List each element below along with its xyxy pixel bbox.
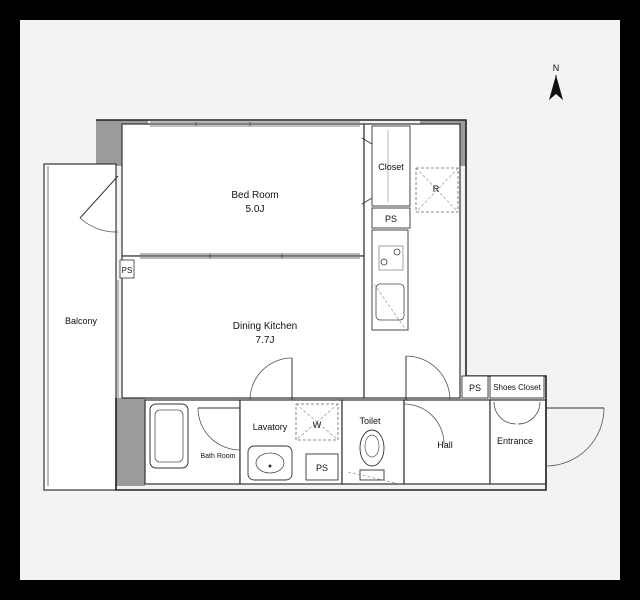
lavatory-door[interactable] xyxy=(249,357,293,401)
ps-lavatory-label: PS xyxy=(316,463,328,473)
ps-left-box xyxy=(119,259,135,279)
sink-icon xyxy=(375,283,405,321)
bath-room-door[interactable] xyxy=(197,407,241,451)
closet-door-mark xyxy=(361,137,373,145)
dining-kitchen-size: 7.7J xyxy=(256,335,275,346)
shoes-closet-label: Shoes Closet xyxy=(493,383,541,392)
ps-hall-label: PS xyxy=(469,383,481,393)
bath-room-label: Bath Room xyxy=(200,453,235,460)
bedroom-label: Bed Room xyxy=(231,190,278,201)
washer-label: W xyxy=(313,420,322,430)
refrigerator-label: R xyxy=(433,184,440,194)
bedroom-window xyxy=(150,121,360,127)
ps-lavatory-box xyxy=(305,453,339,481)
wash-basin-icon xyxy=(247,445,293,481)
bedroom-sliding-door[interactable] xyxy=(140,253,360,259)
toilet-label: Toilet xyxy=(359,416,381,426)
dining-kitchen-label: Dining Kitchen xyxy=(233,321,297,332)
north-label: N xyxy=(553,63,560,73)
ps-closet-label: PS xyxy=(385,214,397,224)
balcony-area xyxy=(43,163,117,491)
north-arrow-icon xyxy=(549,75,563,100)
closet-box xyxy=(371,125,411,207)
balcony-swing-door[interactable] xyxy=(79,175,119,233)
lavatory-label: Lavatory xyxy=(253,422,288,432)
ps-closet-box xyxy=(371,207,411,229)
entrance-door[interactable] xyxy=(545,407,605,467)
ps-hall-box xyxy=(461,375,489,399)
kitchen-counter xyxy=(371,229,409,331)
stove-icon xyxy=(378,245,404,271)
hall-label: Hall xyxy=(437,440,453,450)
bedroom-size: 5.0J xyxy=(246,204,265,215)
outer-wall-outline xyxy=(96,119,547,491)
closet-label: Closet xyxy=(378,162,404,172)
toilet-icon xyxy=(359,429,385,481)
shoes-closet-doors[interactable] xyxy=(493,401,541,425)
bathtub-icon xyxy=(149,403,189,469)
closet-door-mark-2 xyxy=(361,197,373,205)
ps-left-label: PS xyxy=(122,266,133,275)
toilet-door[interactable] xyxy=(403,403,445,445)
entrance-label: Entrance xyxy=(497,436,533,446)
balcony-label: Balcony xyxy=(65,316,98,326)
shoes-closet-box xyxy=(489,375,545,399)
hall-door[interactable] xyxy=(405,355,451,401)
